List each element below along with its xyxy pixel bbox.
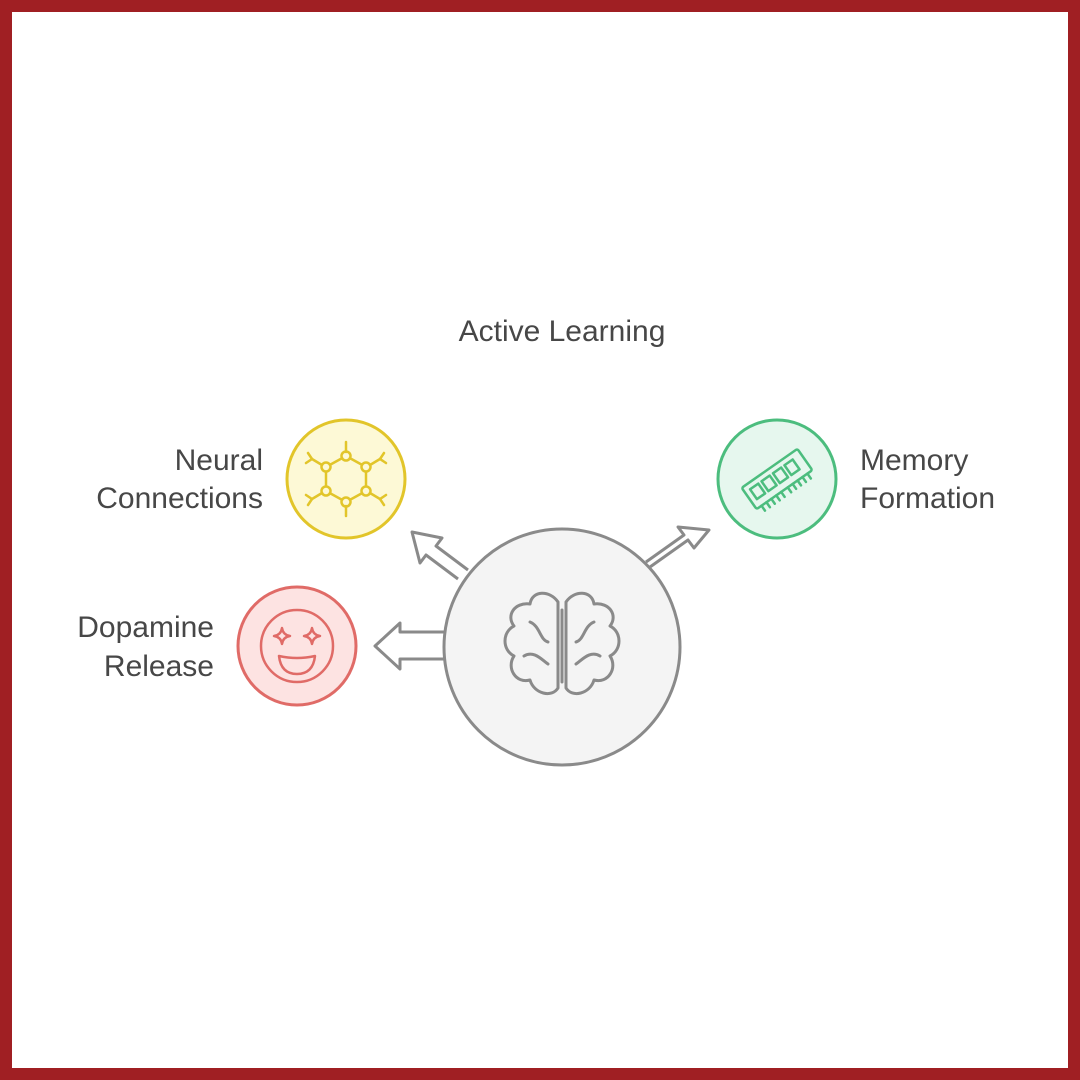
- dopamine-release-label-line1: Dopamine: [77, 611, 214, 644]
- neural-connections-circle: [285, 418, 407, 540]
- molecule-icon: [304, 440, 388, 518]
- node-neural-connections: Neural Connections: [96, 418, 407, 540]
- arrow-to-neural-connections: [410, 530, 469, 581]
- node-dopamine-release: Dopamine Release: [77, 585, 358, 707]
- node-memory-formation: Memory Formation: [716, 418, 995, 540]
- memory-formation-label-line1: Memory: [860, 444, 968, 477]
- neural-connections-label-line2: Connections: [96, 482, 263, 515]
- diagram-title: Active Learning: [459, 315, 666, 348]
- memory-formation-label-line2: Formation: [860, 482, 995, 515]
- brain-icon: [503, 591, 621, 696]
- arrow-to-memory-formation: [645, 525, 711, 569]
- arrow-to-dopamine-release: [373, 621, 446, 671]
- dopamine-release-circle: [236, 585, 358, 707]
- memory-chip-icon: [741, 448, 813, 512]
- star-eyes-smiley-icon: [259, 608, 335, 684]
- neural-connections-label-line1: Neural: [175, 444, 263, 477]
- dopamine-release-label-line2: Release: [104, 650, 214, 683]
- central-hub: [373, 525, 711, 767]
